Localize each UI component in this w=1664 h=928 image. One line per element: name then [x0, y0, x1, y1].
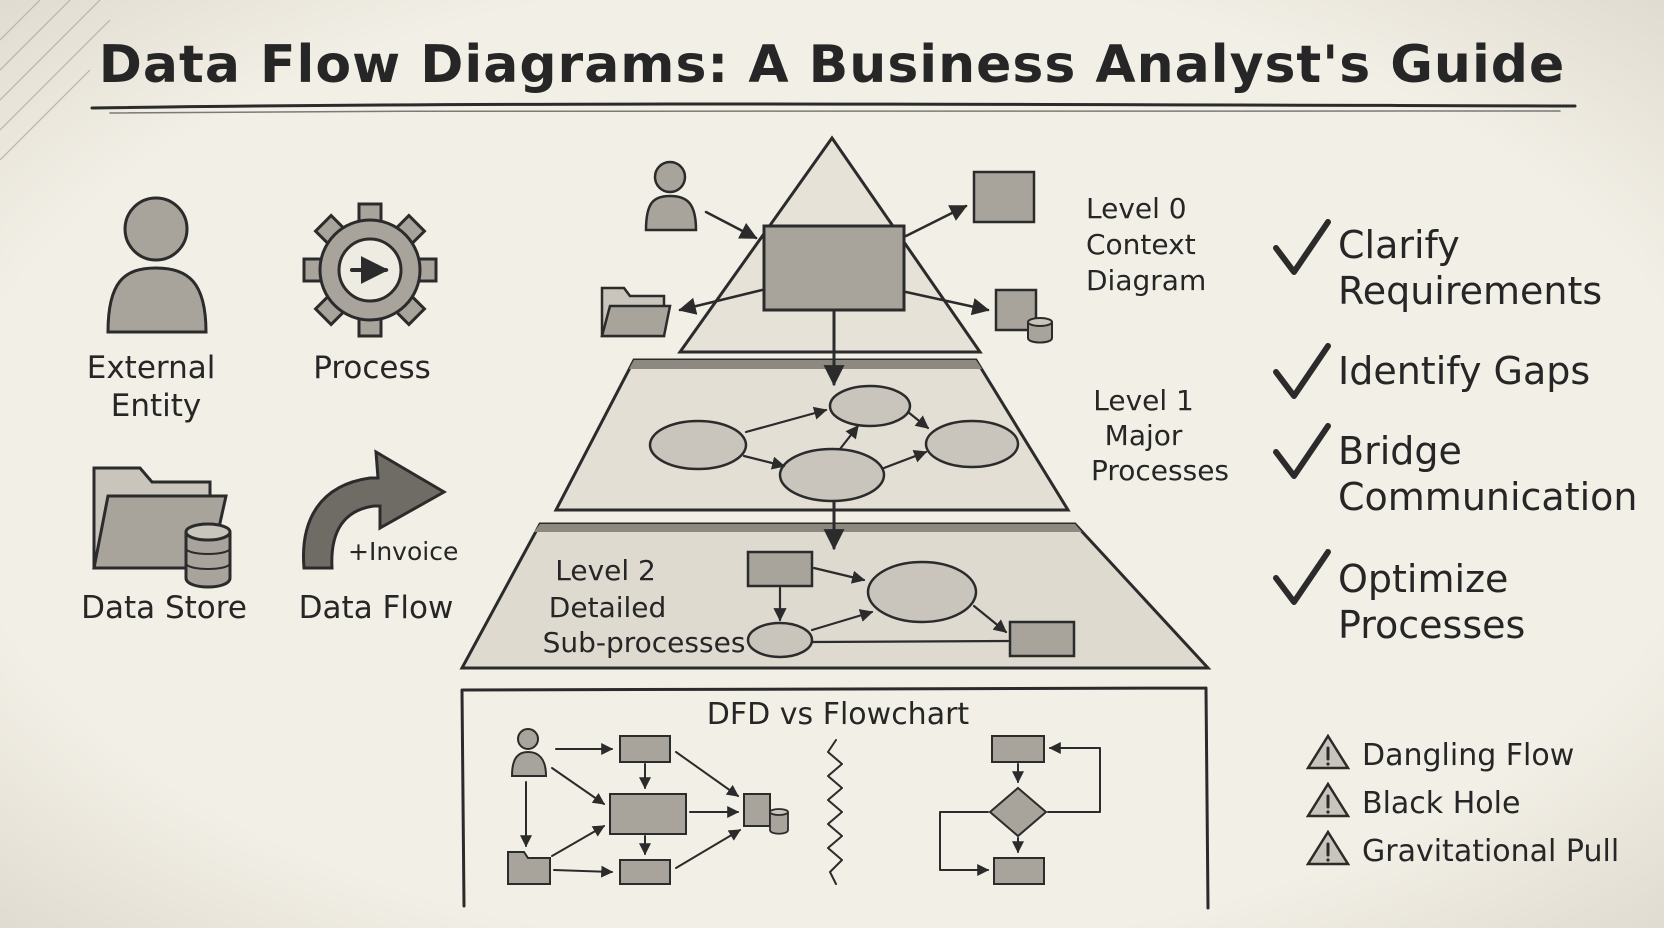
curved-arrow-icon: [302, 449, 448, 570]
data-store-label: Data Store: [81, 590, 247, 626]
comparison-divider: [827, 739, 843, 885]
process-bubble: [828, 384, 912, 428]
gear-arrow-icon: [302, 202, 438, 338]
mini-dfd: [507, 728, 789, 885]
subprocess-box: [1008, 620, 1076, 658]
corner-hatching: [0, 0, 111, 161]
level1-label: Level 1 Major Processes: [1091, 384, 1229, 487]
dfd-level-pyramid: [459, 135, 1212, 670]
warning-triangle-icon: [1305, 781, 1351, 818]
subprocess-box: [746, 550, 814, 588]
process-bubble: [648, 419, 748, 471]
check-icon: [1273, 549, 1331, 605]
mini-flowchart: [939, 735, 1101, 885]
title-underline: [90, 102, 1577, 110]
external-entity-label: External Entity: [87, 350, 225, 424]
benefit-item: Identify Gaps: [1273, 343, 1590, 399]
page-title: Data Flow Diagrams: A Business Analyst's…: [99, 35, 1566, 95]
svg-text:Gravitational Pull: Gravitational Pull: [1362, 834, 1619, 869]
store-box-icon: [972, 170, 1036, 224]
warning-item: Gravitational Pull: [1305, 829, 1619, 869]
process-label: Process: [313, 350, 431, 386]
svg-text:Dangling Flow: Dangling Flow: [1362, 738, 1574, 773]
context-process-box: [762, 224, 906, 312]
level0-label: Level 0 Context Diagram: [1086, 192, 1206, 297]
comparison-title: DFD vs Flowchart: [707, 697, 970, 732]
data-flow-label: Data Flow: [299, 590, 454, 626]
subprocess-bubble: [746, 621, 814, 659]
person-icon: [106, 196, 208, 334]
flow-label: +Invoice: [348, 537, 458, 566]
svg-text:Black Hole: Black Hole: [1362, 786, 1520, 821]
check-icon: [1273, 219, 1331, 275]
check-icon: [1273, 343, 1331, 399]
comparison-panel: DFD vs Flowchart: [460, 686, 1210, 910]
warning-item: Dangling Flow: [1305, 733, 1574, 773]
process-bubble: [924, 419, 1020, 469]
folder-database-icon: [994, 288, 1053, 344]
person-icon: [644, 160, 698, 232]
subprocess-bubble: [866, 560, 978, 624]
level2-label: Level 2 Detailed Sub-processes: [543, 554, 746, 659]
warnings-list: Dangling Flow Black Hole Gravitational P…: [1305, 733, 1619, 869]
svg-text:Identify Gaps: Identify Gaps: [1338, 349, 1590, 393]
warning-triangle-icon: [1305, 829, 1351, 866]
process-bubble: [778, 447, 886, 503]
folder-database-icon: [92, 466, 232, 589]
check-icon: [1273, 423, 1331, 479]
warning-item: Black Hole: [1305, 781, 1520, 821]
folder-icon: [600, 286, 672, 338]
warning-triangle-icon: [1305, 733, 1351, 770]
